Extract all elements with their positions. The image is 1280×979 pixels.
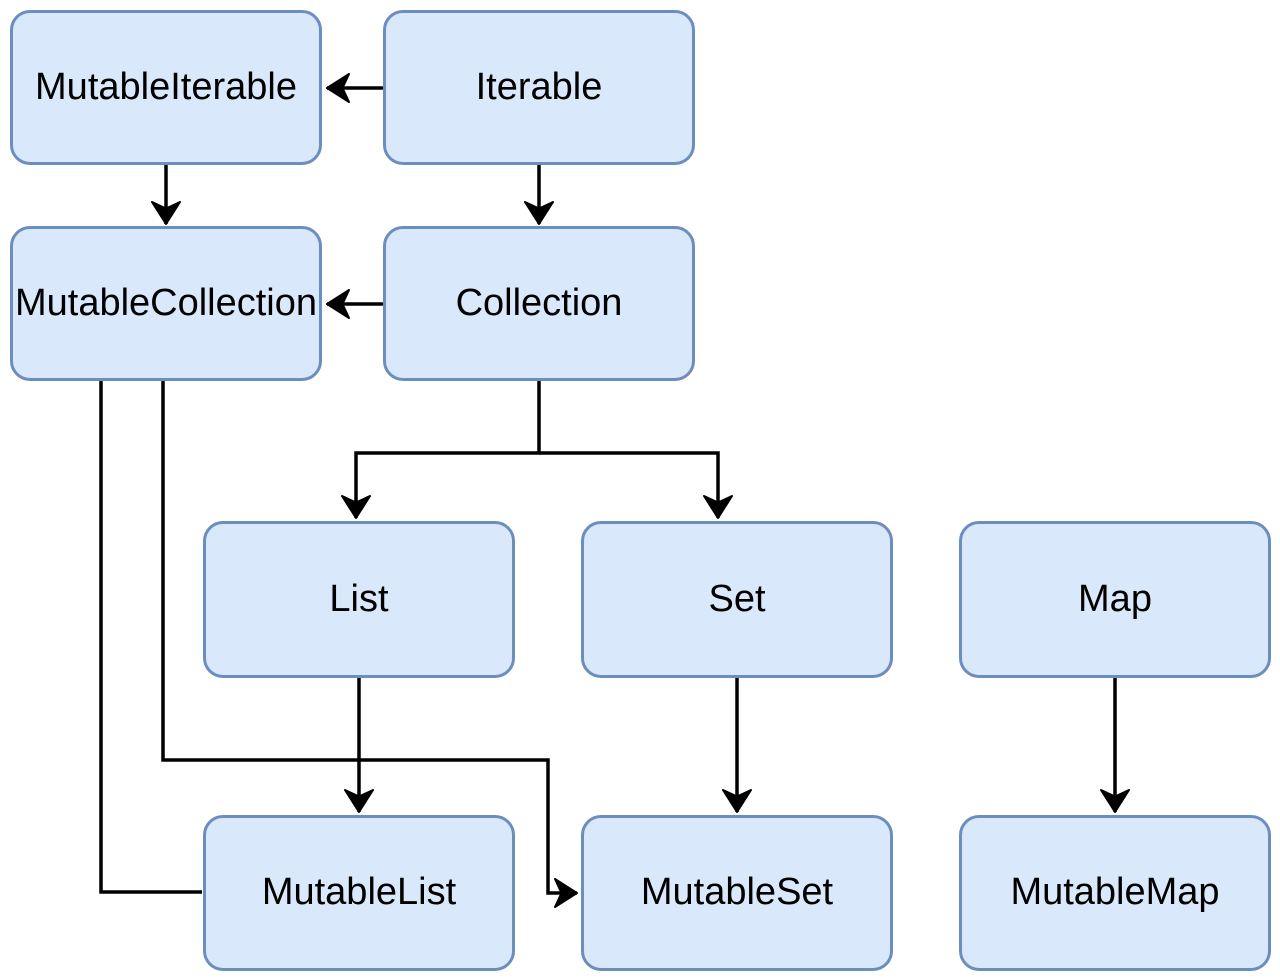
node-set-label: Set <box>708 577 766 620</box>
node-mutable-collection-label: MutableCollection <box>14 281 318 324</box>
node-list: List <box>203 521 515 678</box>
node-iterable-label: Iterable <box>475 65 603 108</box>
edge-mutable-collection-to-mutable-list <box>99 381 202 894</box>
node-mutable-iterable-label: MutableIterable <box>35 65 297 108</box>
node-mutable-collection: MutableCollection <box>10 226 322 381</box>
node-mutable-map-label: MutableMap <box>1010 871 1220 914</box>
node-iterable: Iterable <box>383 10 695 165</box>
edge-collection-to-set <box>539 451 733 519</box>
edge-collection-to-list <box>341 381 541 519</box>
node-set: Set <box>581 521 893 678</box>
node-mutable-map: MutableMap <box>959 815 1271 971</box>
node-map: Map <box>959 521 1271 678</box>
node-collection: Collection <box>383 226 695 381</box>
node-collection-label: Collection <box>455 281 623 324</box>
node-mutable-list-label: MutableList <box>261 871 457 914</box>
edge-mutable-collection-to-mutable-set <box>161 381 578 908</box>
node-map-label: Map <box>1078 577 1152 620</box>
node-list-label: List <box>329 577 389 620</box>
node-mutable-set-label: MutableSet <box>640 871 834 914</box>
node-mutable-list: MutableList <box>203 815 515 971</box>
node-mutable-iterable: MutableIterable <box>10 10 322 165</box>
node-mutable-set: MutableSet <box>581 815 893 971</box>
